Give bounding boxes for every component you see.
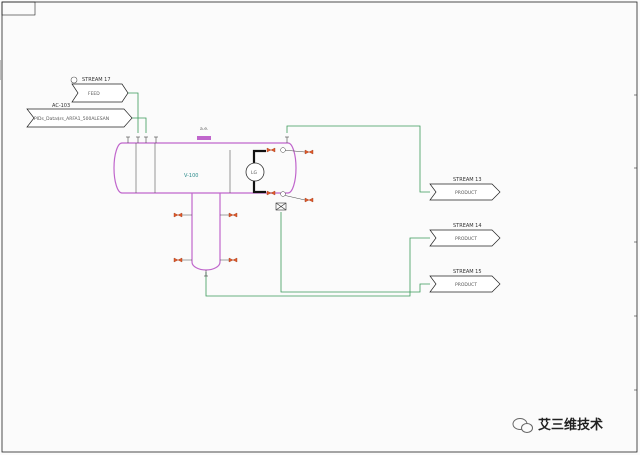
valve-right-boot [228,212,238,218]
level-gauge-label: LG [251,170,258,176]
valve-right-low [228,257,238,263]
inlet-2-service: PIDs_Data$rs_ARFA1_500ALESAN [34,116,109,122]
title-tab [1,1,36,16]
control-valve [275,202,287,211]
valve-left-boot [173,212,183,218]
boot-nozzle [204,270,208,277]
inlet-connector-2[interactable] [26,108,133,128]
vessel-v-100[interactable] [113,136,297,271]
inlet-2-name: AC-103 [52,103,70,109]
nozzle-tag: a.e. [200,127,208,132]
outlet-2-name: STREAM 14 [453,223,482,229]
level-gauge[interactable] [245,149,266,194]
wechat-icon [512,418,533,433]
outlet-2-service: PRODUCT [455,236,477,242]
process-lines [128,92,430,297]
inlet-connector-1[interactable] [70,76,129,103]
valve-gauge-top [266,147,276,153]
vessel-tag: V-100 [184,173,198,179]
valve-right-top [304,149,314,155]
border-ticks [0,60,637,391]
outlet-1-name: STREAM 13 [453,177,482,183]
valve-gauge-bottom [266,190,276,196]
watermark-text: 艾三维技术 [538,417,603,433]
outlet-3-service: PRODUCT [455,282,477,288]
valve-right-mid [304,197,314,203]
inlet-1-name: STREAM 17 [82,77,111,83]
outlet-1-service: PRODUCT [455,190,477,196]
valves [173,147,314,263]
inlet-1-service: FEED [88,91,100,97]
valve-stems [182,147,306,261]
outlet-connector-3[interactable] [429,275,501,293]
top-nozzles [126,136,289,143]
outlet-3-name: STREAM 15 [453,269,482,275]
gauge-icon [70,76,78,84]
vessel-internals [135,143,231,193]
outlet-connector-1[interactable] [429,183,501,201]
outlet-connector-2[interactable] [429,229,501,247]
valve-left-low [173,257,183,263]
